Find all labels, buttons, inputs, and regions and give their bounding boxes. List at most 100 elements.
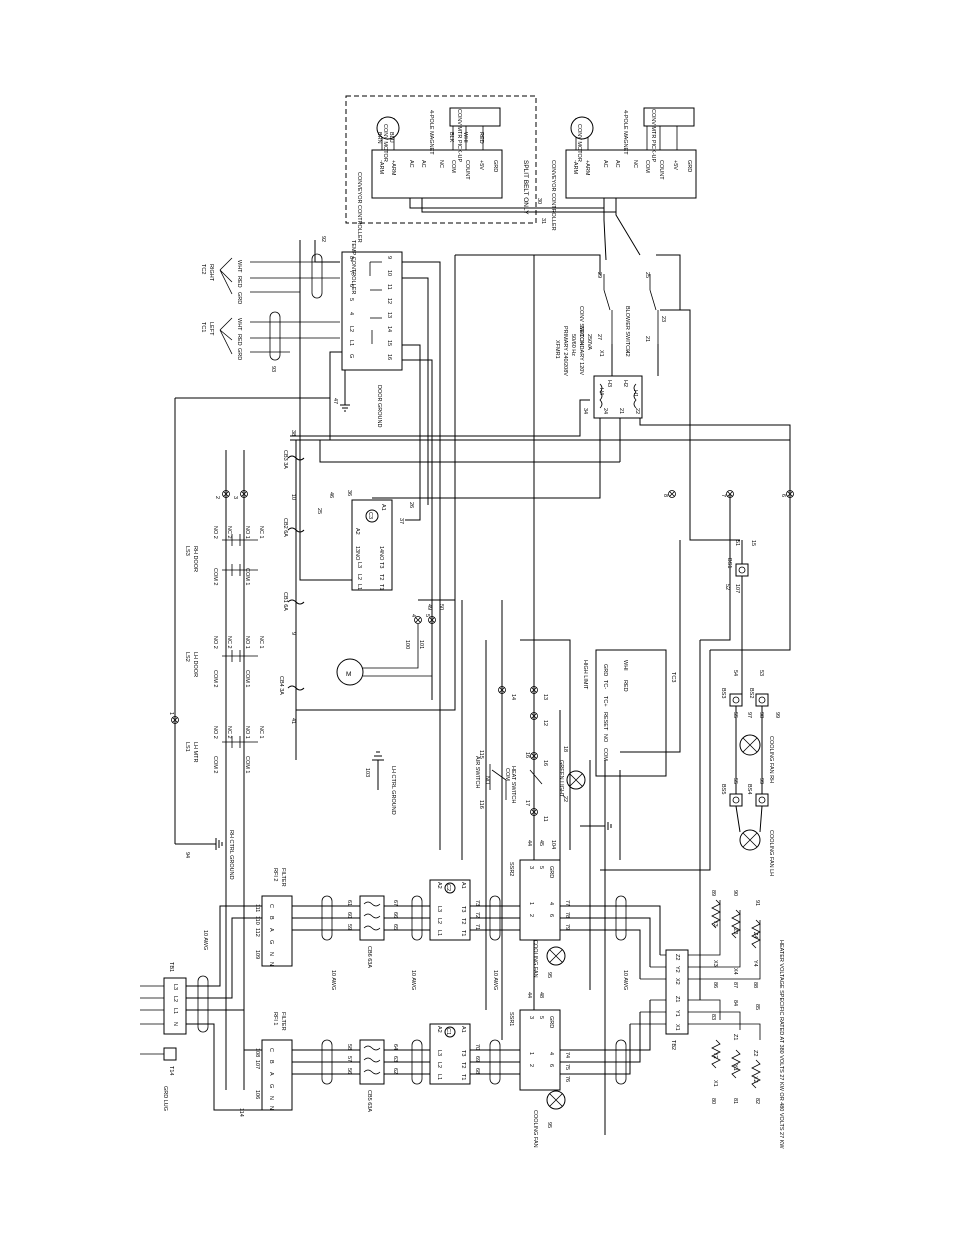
heat-switch: HEAT SWITCH 16 17 bbox=[510, 752, 543, 806]
svg-text:115: 115 bbox=[478, 750, 484, 759]
ssr1: SSR1 3 5 GRD 1 2 4 6 44 48 74 75 76 bbox=[508, 992, 570, 1091]
svg-text:FILTER: FILTER bbox=[280, 1012, 286, 1031]
svg-text:WHI: WHI bbox=[462, 132, 468, 143]
svg-text:37: 37 bbox=[398, 518, 404, 524]
svg-text:10 AWG: 10 AWG bbox=[202, 930, 208, 950]
svg-text:H1: H1 bbox=[632, 390, 638, 397]
svg-text:21: 21 bbox=[618, 408, 624, 414]
svg-text:CB1 6A: CB1 6A bbox=[282, 592, 288, 611]
svg-text:Z4: Z4 bbox=[752, 932, 758, 938]
svg-text:29: 29 bbox=[596, 272, 602, 278]
door-ground: DOOR GROUND 47 bbox=[332, 385, 382, 428]
svg-text:RFI 1: RFI 1 bbox=[272, 1012, 278, 1025]
svg-text:HEATER VOLTAGE SPECIFIC RATED: HEATER VOLTAGE SPECIFIC RATED AT 380 VOL… bbox=[778, 940, 784, 1149]
air-switch: AIR SWITCH NO COM 116 115 bbox=[474, 750, 510, 809]
svg-text:14NO: 14NO bbox=[378, 546, 384, 561]
svg-text:X4: X4 bbox=[732, 968, 738, 975]
svg-text:T14: T14 bbox=[168, 1066, 174, 1075]
svg-text:61: 61 bbox=[346, 900, 352, 906]
svg-text:RED: RED bbox=[478, 132, 484, 144]
svg-text:11: 11 bbox=[386, 284, 392, 290]
svg-text:RED: RED bbox=[622, 680, 628, 692]
breaker-cb6: CB6 63A 61 60 59 67 66 65 bbox=[346, 895, 398, 968]
svg-text:LEFT: LEFT bbox=[208, 322, 214, 336]
svg-text:BS3: BS3 bbox=[720, 688, 726, 698]
svg-text:65: 65 bbox=[392, 924, 398, 930]
svg-text:NC 2: NC 2 bbox=[226, 636, 232, 649]
svg-text:11: 11 bbox=[542, 816, 548, 822]
svg-text:DOOR GROUND: DOOR GROUND bbox=[376, 385, 382, 428]
svg-text:L3: L3 bbox=[172, 984, 178, 990]
svg-text:110: 110 bbox=[254, 916, 260, 925]
svg-text:69: 69 bbox=[474, 1056, 480, 1062]
svg-text:45: 45 bbox=[538, 840, 544, 846]
temp-controller-left-terminals: 8+ 7- 6 5 4 L2 L1 G bbox=[348, 256, 354, 358]
svg-text:WHT: WHT bbox=[236, 260, 242, 273]
svg-text:BLOWER SWITCH: BLOWER SWITCH bbox=[624, 306, 630, 353]
svg-text:72: 72 bbox=[474, 912, 480, 918]
svg-text:1: 1 bbox=[528, 1052, 534, 1055]
svg-text:X1: X1 bbox=[674, 1024, 680, 1031]
svg-text:N: N bbox=[268, 1096, 274, 1100]
svg-text:80: 80 bbox=[710, 1098, 716, 1104]
svg-text:75: 75 bbox=[564, 1064, 570, 1070]
svg-text:TB2: TB2 bbox=[670, 1040, 676, 1050]
svg-text:PRIMARY 240/208V: PRIMARY 240/208V bbox=[562, 326, 568, 376]
transformer-xfmr1: XFMR1 PRIMARY 240/208V 50/60 Hz SECONDAR… bbox=[554, 326, 643, 419]
svg-text:106: 106 bbox=[254, 1090, 260, 1099]
svg-text:10: 10 bbox=[290, 494, 296, 500]
svg-text:COM 2: COM 2 bbox=[212, 756, 218, 773]
svg-text:COM: COM bbox=[450, 160, 456, 173]
cooling-fan-ssr1: COOLING FAN 95 bbox=[532, 1090, 566, 1148]
svg-text:G: G bbox=[348, 354, 354, 358]
svg-text:5: 5 bbox=[538, 866, 544, 869]
svg-text:1: 1 bbox=[528, 902, 534, 905]
svg-text:94: 94 bbox=[184, 852, 190, 858]
svg-text:3: 3 bbox=[528, 866, 534, 869]
svg-text:RH DOOR: RH DOOR bbox=[192, 546, 198, 572]
svg-text:L2: L2 bbox=[348, 326, 354, 332]
conv-motor-right-icon bbox=[570, 116, 594, 140]
svg-text:NC: NC bbox=[632, 160, 638, 168]
svg-text:CONV MOTOR: CONV MOTOR bbox=[382, 124, 388, 162]
svg-text:51: 51 bbox=[734, 540, 740, 546]
svg-text:N: N bbox=[268, 962, 274, 966]
svg-text:L1: L1 bbox=[436, 1074, 442, 1080]
svg-text:71: 71 bbox=[474, 924, 480, 930]
svg-text:L3: L3 bbox=[436, 1050, 442, 1056]
svg-text:98: 98 bbox=[758, 712, 764, 718]
svg-text:COM 1: COM 1 bbox=[244, 756, 250, 773]
svg-text:T1: T1 bbox=[460, 1074, 466, 1080]
svg-text:COM: COM bbox=[602, 748, 608, 761]
svg-text:COM 2: COM 2 bbox=[212, 670, 218, 687]
svg-text:4: 4 bbox=[410, 614, 416, 617]
svg-text:57: 57 bbox=[346, 1056, 352, 1062]
svg-text:COM 2: COM 2 bbox=[212, 568, 218, 585]
contactor-c1: C1 A2 A1 L3 L2 L1 T3 T2 T1 70 69 68 bbox=[429, 1023, 480, 1085]
svg-text:XFMR1: XFMR1 bbox=[554, 340, 560, 359]
svg-text:CONV MTR PICK-UP: CONV MTR PICK-UP bbox=[456, 109, 462, 163]
svg-text:Z2: Z2 bbox=[674, 954, 680, 960]
svg-text:21: 21 bbox=[644, 336, 650, 342]
svg-text:NC: NC bbox=[438, 160, 444, 168]
svg-text:A2: A2 bbox=[436, 882, 442, 889]
svg-text:L1: L1 bbox=[348, 340, 354, 346]
svg-text:GRD: GRD bbox=[548, 866, 554, 878]
svg-text:50/60 Hz: 50/60 Hz bbox=[570, 334, 576, 356]
svg-text:70: 70 bbox=[474, 1044, 480, 1050]
svg-text:95: 95 bbox=[546, 1122, 552, 1128]
svg-text:55: 55 bbox=[732, 778, 738, 784]
svg-text:RESET: RESET bbox=[602, 712, 608, 731]
svg-text:A1: A1 bbox=[460, 1026, 466, 1033]
svg-text:4-POLE MAGNET: 4-POLE MAGNET bbox=[622, 110, 628, 155]
svg-text:A2: A2 bbox=[436, 1026, 442, 1033]
svg-text:CONV MTR PICK-UP: CONV MTR PICK-UP bbox=[650, 109, 656, 163]
svg-text:L2: L2 bbox=[436, 918, 442, 924]
svg-text:87: 87 bbox=[732, 982, 738, 988]
svg-text:WHT: WHT bbox=[236, 318, 242, 331]
svg-text:18: 18 bbox=[562, 746, 568, 752]
svg-text:FILTER: FILTER bbox=[280, 868, 286, 887]
svg-text:NC 1: NC 1 bbox=[258, 726, 264, 739]
svg-text:Z1: Z1 bbox=[674, 996, 680, 1002]
